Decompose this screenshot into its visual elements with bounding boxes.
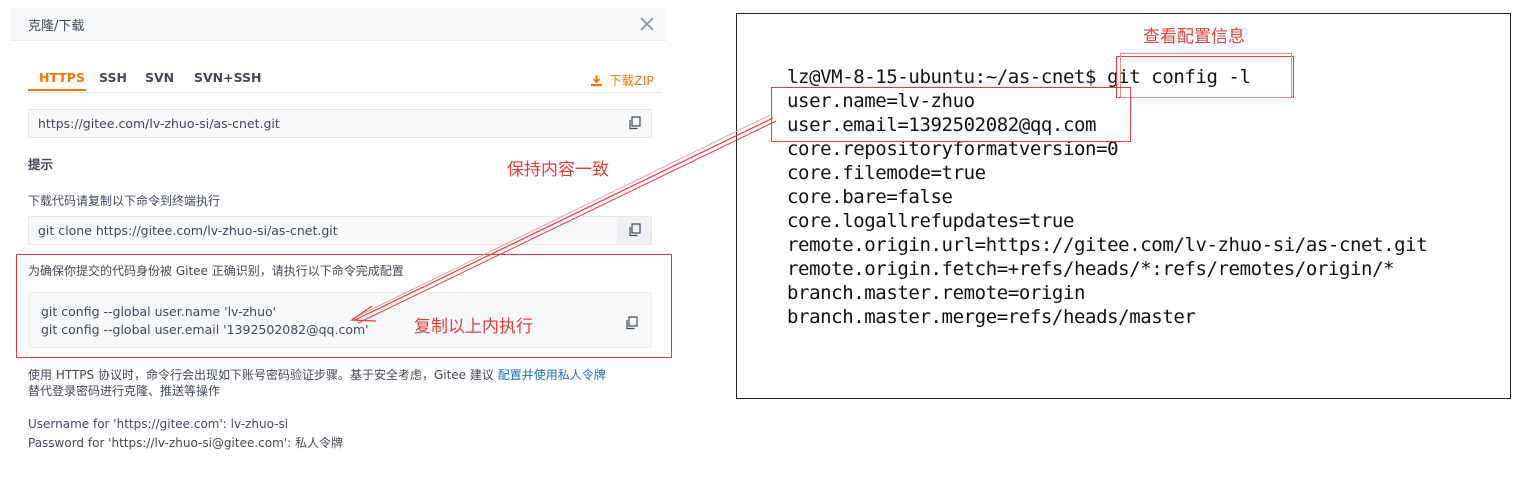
annotation-keep-consistent: 保持内容一致: [507, 160, 609, 180]
https-note-text: 使用 HTTPS 协议时，命令行会出现如下账号密码验证步骤。基于安全考虑，Git…: [28, 368, 498, 382]
config-command-line: git config --global user.name 'lv-zhuo': [41, 304, 277, 319]
annotation-copy-and-run: 复制以上内执行: [414, 317, 533, 337]
personal-token-link[interactable]: 配置并使用私人令牌: [497, 368, 606, 382]
terminal-line: core.repositoryformatversion=0: [787, 138, 1119, 160]
username-prompt-line: Username for 'https://gitee.com': lv-zhu…: [28, 417, 289, 431]
close-icon[interactable]: [636, 13, 658, 35]
terminal-line: remote.origin.fetch=+refs/heads/*:refs/r…: [787, 258, 1395, 280]
tab-ssh[interactable]: SSH: [99, 70, 127, 85]
terminal-line: core.filemode=true: [787, 162, 986, 184]
clone-download-dialog: 克隆/下载 HTTPS SSH SVN SVN+SSH 下载ZIP https:…: [10, 0, 672, 485]
https-note-line-2: 替代登录密码进行克隆、推送等操作: [28, 384, 221, 398]
clone-url-field[interactable]: https://gitee.com/lv-zhuo-si/as-cnet.git: [28, 109, 652, 138]
tab-https[interactable]: HTTPS: [39, 70, 85, 85]
https-note-line-1: 使用 HTTPS 协议时，命令行会出现如下账号密码验证步骤。基于安全考虑，Git…: [28, 366, 606, 383]
dialog-header: 克隆/下载: [10, 8, 666, 41]
clone-url-text: https://gitee.com/lv-zhuo-si/as-cnet.git: [38, 116, 280, 131]
tab-svn-ssh[interactable]: SVN+SSH: [194, 70, 262, 85]
password-prompt-line: Password for 'https://lv-zhuo-si@gitee.c…: [28, 436, 343, 450]
identity-hint: 为确保你提交的代码身份被 Gitee 正确识别，请执行以下命令完成配置: [28, 264, 404, 278]
protocol-tabs: HTTPS SSH SVN SVN+SSH 下载ZIP: [28, 64, 662, 93]
download-hint: 下载代码请复制以下命令到终端执行: [28, 194, 221, 208]
terminal-line: user.email=1392502082@qq.com: [787, 114, 1097, 136]
annotation-box-command-outline: [1120, 53, 1292, 98]
terminal-line: remote.origin.url=https://gitee.com/lv-z…: [787, 234, 1428, 256]
annotation-view-config: 查看配置信息: [1143, 27, 1245, 47]
download-zip-link[interactable]: 下载ZIP: [590, 70, 654, 89]
git-config-command-box[interactable]: git config --global user.name 'lv-zhuo' …: [28, 292, 652, 348]
terminal-line: branch.master.merge=refs/heads/master: [787, 306, 1196, 328]
config-command-line: git config --global user.email '13925020…: [41, 322, 369, 337]
active-tab-indicator: [28, 89, 86, 91]
annotation-box-user-config: [771, 87, 1131, 142]
copy-icon[interactable]: [628, 116, 642, 130]
download-zip-label: 下载ZIP: [609, 73, 654, 88]
terminal-line: user.name=lv-zhuo: [787, 90, 975, 112]
terminal-command: git config -l: [1096, 66, 1251, 88]
dialog-title: 克隆/下载: [28, 19, 85, 34]
clone-command-field[interactable]: git clone https://gitee.com/lv-zhuo-si/a…: [28, 216, 652, 245]
tab-svn[interactable]: SVN: [145, 70, 175, 85]
copy-icon[interactable]: [628, 223, 642, 237]
terminal-line: core.logallrefupdates=true: [787, 210, 1075, 232]
tip-title: 提示: [28, 157, 54, 172]
copy-icon[interactable]: [625, 316, 639, 330]
terminal-prompt-line: lz@VM-8-15-ubuntu:~/as-cnet$ git config …: [787, 66, 1251, 88]
download-icon: [591, 75, 602, 87]
clone-command-text: git clone https://gitee.com/lv-zhuo-si/a…: [38, 223, 338, 238]
terminal-line: branch.master.remote=origin: [787, 282, 1086, 304]
terminal-line: core.bare=false: [787, 186, 953, 208]
terminal-output: 查看配置信息 lz@VM-8-15-ubuntu:~/as-cnet$ git …: [736, 13, 1511, 399]
terminal-prompt: lz@VM-8-15-ubuntu:~/as-cnet$: [787, 66, 1097, 88]
